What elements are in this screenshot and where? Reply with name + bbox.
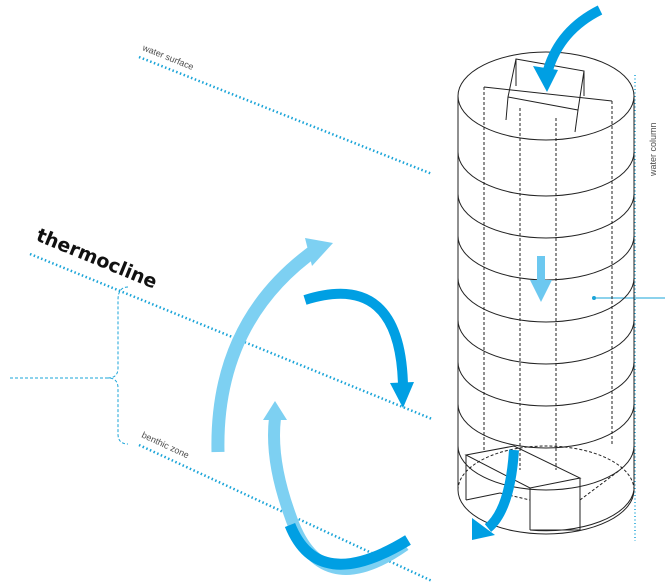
arrow-curved-icon	[211, 238, 333, 453]
arrow-down-icon	[530, 256, 552, 302]
arrow-curved-icon	[303, 288, 414, 408]
water-column-cylinder	[457, 51, 635, 535]
water-column-label: water column	[648, 122, 658, 177]
water-surface-label: water surface	[140, 42, 195, 72]
benthic-zone-label: benthic zone	[140, 430, 191, 461]
thermocline-label: thermocline	[33, 224, 160, 293]
arrow-down-icon	[533, 5, 603, 92]
arrow-curved-icon	[263, 401, 409, 575]
zone-bracket	[10, 286, 129, 445]
arrow-curved-icon	[284, 522, 411, 570]
thermocline-line	[29, 252, 433, 421]
arrow-down-icon	[472, 449, 519, 540]
water-surface-line	[138, 55, 433, 176]
cylinder-pointer	[592, 296, 665, 300]
